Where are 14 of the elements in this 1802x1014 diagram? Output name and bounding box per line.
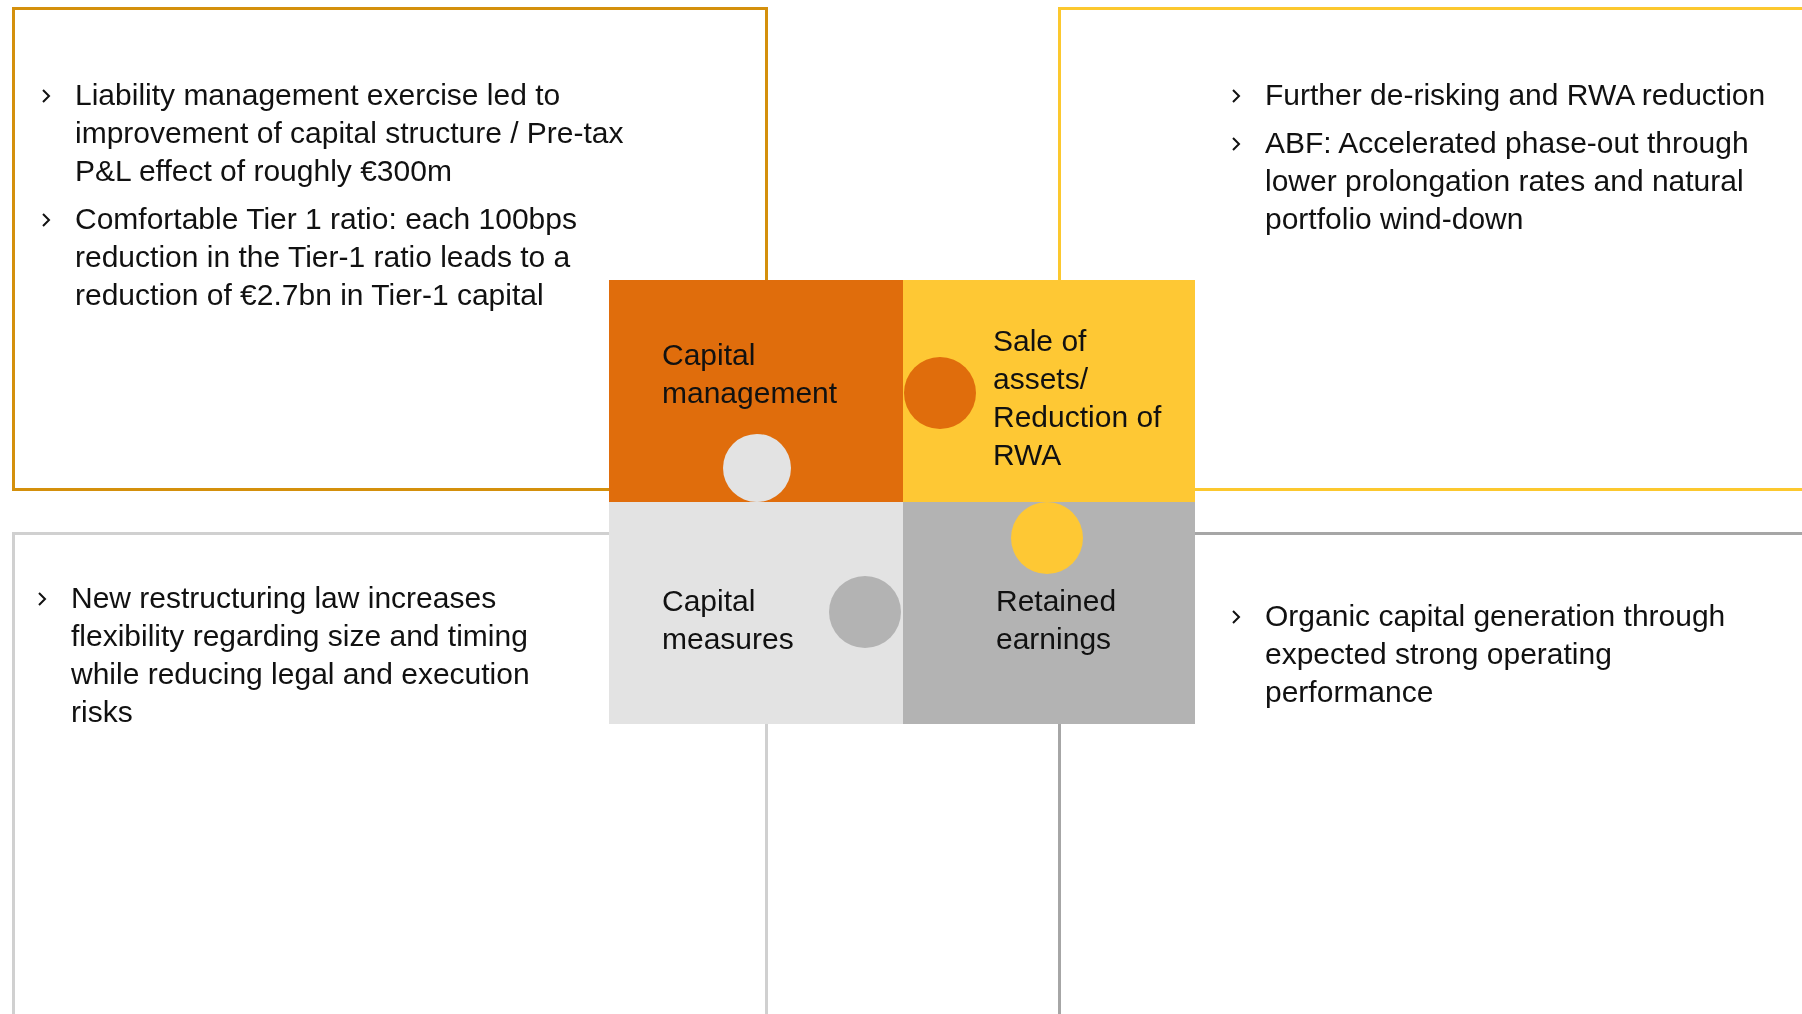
bullet-text: New restructuring law increases flexibility regarding size and timing while reducing legal and execution risks — [71, 579, 571, 731]
bullet-text: ABF: Accelerated phase-out through lower prolongation rates and natural portfolio wind-down — [1265, 124, 1802, 238]
bullet-text: Organic capital generation through expected strong operating performance — [1265, 597, 1785, 711]
puzzle-piece — [903, 502, 1195, 724]
bullet-text: Comfortable Tier 1 ratio: each 100bps reduction in the Tier-1 ratio leads to a reduction of €2.7bn in Tier-1 capital — [75, 200, 635, 314]
puzzle-piece — [609, 280, 903, 502]
bullet-text: Further de-risking and RWA reduction — [1265, 76, 1802, 114]
piece-label: Capital measures — [662, 583, 795, 657]
piece-label: Retained earnings — [996, 583, 1118, 657]
puzzle-piece — [609, 502, 903, 724]
piece-label: Capital management — [662, 337, 839, 411]
piece-label: Sale of assets/ Reduction of RWA — [993, 323, 1163, 473]
puzzle-piece — [903, 280, 1195, 502]
bullet-text: Liability management exercise led to improvement of capital structure / Pre-tax P&L effect of roughly €300m — [75, 76, 635, 190]
